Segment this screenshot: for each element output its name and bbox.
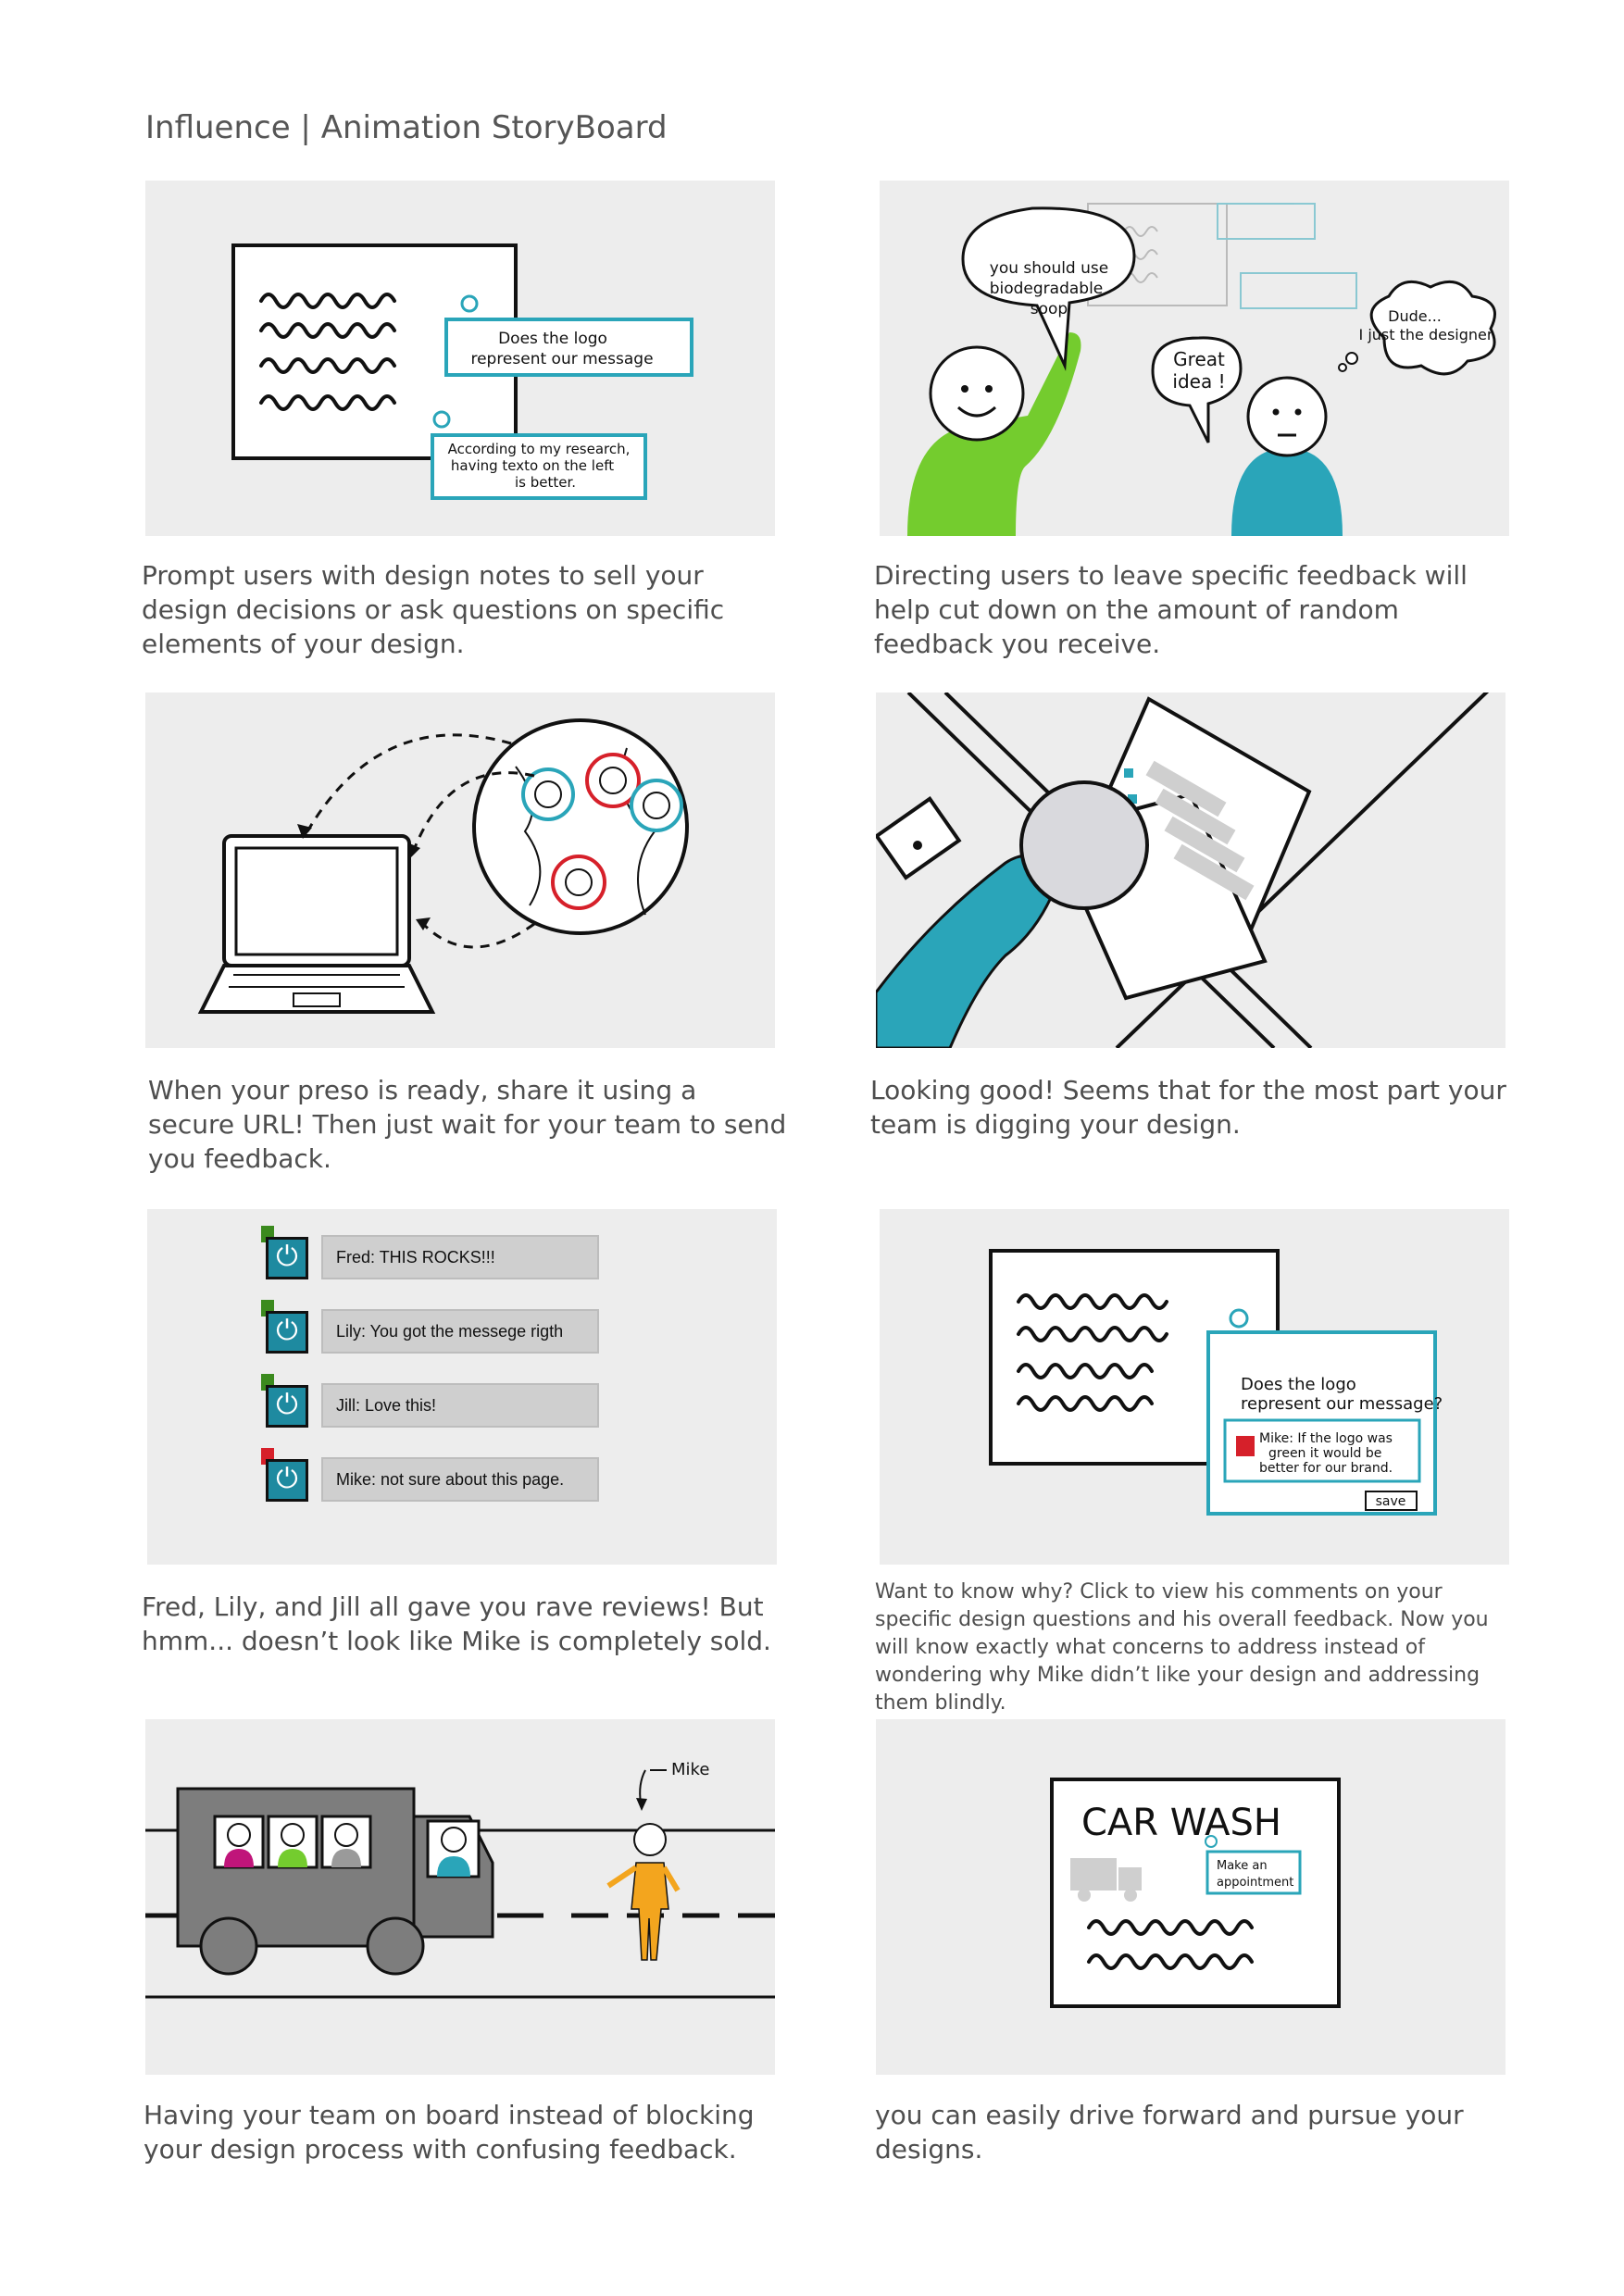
bubble-2-line-2: idea ! [1172, 370, 1225, 393]
power-icon: ⏻ [266, 1385, 308, 1428]
frame-1-caption: Prompt users with design notes to sell y… [142, 560, 725, 659]
comment-item[interactable]: ⏻ Mike: not sure about this page. [261, 1448, 636, 1505]
comment-list: ⏻ Fred: THIS ROCKS!!! ⏻ Lily: You got th… [261, 1226, 636, 1505]
design-notes-illustration: Does the logo represent our message Acco… [231, 243, 693, 500]
power-icon: ⏻ [266, 1311, 308, 1354]
power-icon: ⏻ [266, 1459, 308, 1502]
feedback-popup: Does the logo represent our message? Mik… [1206, 1330, 1443, 1516]
question-line-2: represent our message? [1241, 1394, 1443, 1414]
save-label: save [1376, 1494, 1406, 1509]
frame-4-caption: Looking good! Seems that for the most pa… [870, 1075, 1506, 1140]
storyboard-frame-6: Does the logo represent our message? Mik… [880, 1209, 1509, 1565]
appointment-note: Make an appointment [1205, 1835, 1302, 1895]
design-note-1: Does the logo represent our message [444, 294, 693, 377]
share-url-illustration [197, 718, 689, 1014]
frame-3-caption: When your preso is ready, share it using… [148, 1075, 787, 1174]
design-note-2: According to my research, having texto o… [431, 410, 647, 500]
bubble-1-line-1: you should use [990, 259, 1108, 278]
bubble-1-line-3: soop [1031, 300, 1068, 318]
frame-8-caption: you can easily drive forward and pursue … [875, 2100, 1464, 2165]
feedback-discussion-illustration: you should use biodegradable soop Great … [907, 203, 1496, 536]
bubble-1-line-2: biodegradable [990, 280, 1104, 298]
note-2-line-2: having texto on the left [451, 457, 614, 474]
speech-bubble-1: you should use biodegradable soop [961, 206, 1136, 371]
truck-icon [176, 1787, 494, 1976]
comment-item[interactable]: ⏻ Lily: You got the messege rigth [261, 1300, 636, 1357]
storyboard-frame-1: Does the logo represent our message Acco… [145, 181, 775, 536]
frame-2-caption: Directing users to leave specific feedba… [874, 560, 1468, 659]
note-2-line-1: According to my research, [448, 441, 631, 457]
sign-title: CAR WASH [1081, 1802, 1281, 1844]
note-line-2: appointment [1217, 1876, 1293, 1890]
truck-icon [1070, 1858, 1142, 1902]
storyboard-frame-5: ⏻ Fred: THIS ROCKS!!! ⏻ Lily: You got th… [147, 1209, 777, 1565]
question-line-1: Does the logo [1241, 1375, 1356, 1394]
comment-text: Fred: THIS ROCKS!!! [321, 1235, 599, 1279]
comment-text: Mike: not sure about this page. [321, 1457, 599, 1502]
reply-line-2: green it would be [1268, 1446, 1381, 1461]
thought-line-1: Dude... [1388, 307, 1442, 325]
reply-line-1: Mike: If the logo was [1259, 1431, 1393, 1446]
frame-5-caption: Fred, Lily, and Jill all gave you rave r… [142, 1591, 771, 1656]
power-icon: ⏻ [266, 1237, 308, 1279]
note-2-line-3: is better. [515, 474, 576, 491]
storyboard-frame-2: you should use biodegradable soop Great … [880, 181, 1509, 536]
note-1-line-2: represent our message [470, 350, 653, 368]
comment-item[interactable]: ⏻ Jill: Love this! [261, 1374, 636, 1431]
storyboard-frame-8: CAR WASH Make an appointment [876, 1719, 1505, 2075]
detailed-feedback-illustration: Does the logo represent our message? Mik… [989, 1249, 1443, 1516]
thought-line-2: I just the designer [1359, 326, 1493, 343]
car-wash-site-illustration: CAR WASH Make an appointment [1050, 1778, 1341, 2008]
team-avatars [521, 753, 683, 910]
page-title: Influence | Animation StoryBoard [145, 109, 668, 146]
speech-bubble-2: Great idea ! [1151, 336, 1243, 443]
storyboard-frame-4 [876, 693, 1505, 1048]
note-1-line-1: Does the logo [498, 330, 607, 348]
save-button[interactable]: save [1365, 1491, 1418, 1511]
thought-cloud: Dude... I just the designer [1338, 280, 1496, 376]
storyboard-frame-3 [145, 693, 775, 1048]
thumbs-down-icon [1236, 1436, 1255, 1456]
comment-text: Lily: You got the messege rigth [321, 1309, 599, 1354]
team-members [224, 1823, 470, 1877]
storyboard-frame-7: Mike [145, 1719, 775, 2075]
note-line-1: Make an [1217, 1859, 1268, 1873]
frame-6-caption: Want to know why? Click to view his comm… [875, 1580, 1489, 1715]
reply-line-3: better for our brand. [1259, 1461, 1393, 1476]
comment-text: Jill: Love this! [321, 1383, 599, 1428]
bubble-2-line-1: Great [1173, 348, 1225, 370]
laptop-icon [197, 834, 436, 1014]
comment-item[interactable]: ⏻ Fred: THIS ROCKS!!! [261, 1226, 636, 1283]
frame-7-caption: Having your team on board instead of blo… [144, 2100, 755, 2165]
mike-figure: Mike [606, 1760, 709, 1961]
person-label: Mike [671, 1760, 709, 1779]
reviewing-design-illustration [876, 693, 1490, 1048]
team-truck-illustration: Mike [145, 1760, 775, 1999]
